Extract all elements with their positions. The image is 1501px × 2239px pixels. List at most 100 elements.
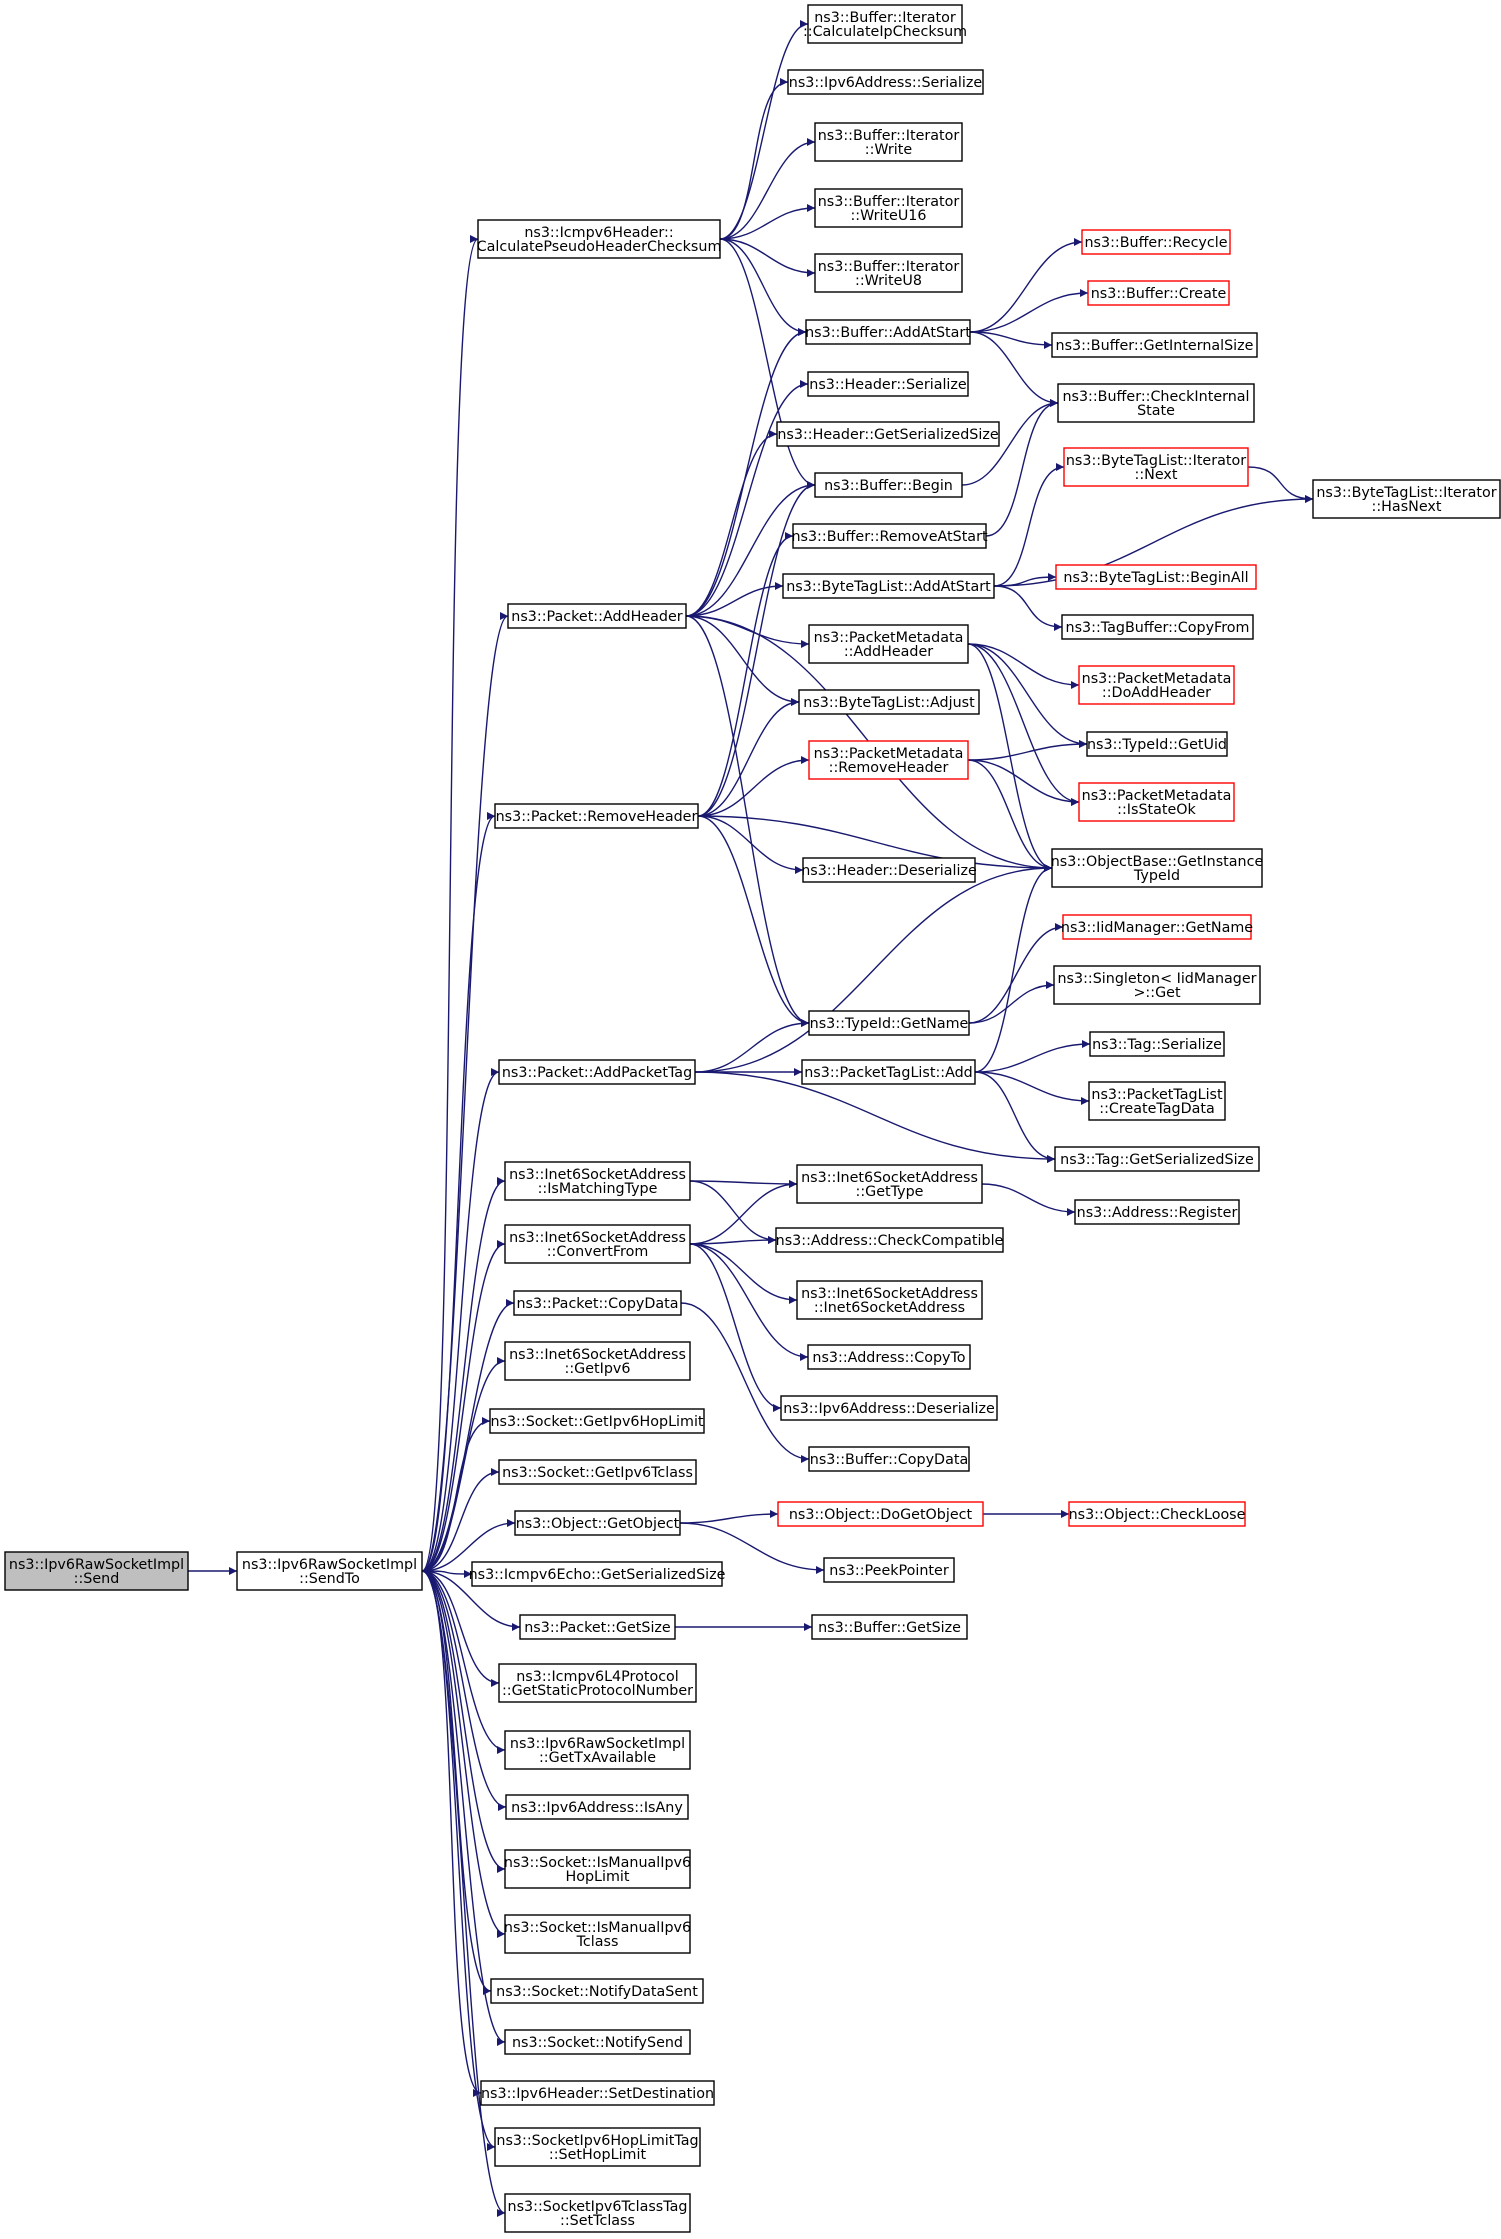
node-notifydatasent[interactable]: ns3::Socket::NotifyDataSent xyxy=(490,1978,704,2004)
node-sethoplimit[interactable]: ns3::SocketIpv6HopLimitTag::SetHopLimit xyxy=(494,2127,701,2167)
edge-ptladd-to-taggetsz xyxy=(974,1071,1056,1163)
node-label: ns3::Socket::GetIpv6Tclass xyxy=(502,1465,693,1481)
node-isany[interactable]: ns3::Ipv6Address::IsAny xyxy=(505,1794,689,1820)
node-writeu8[interactable]: ns3::Buffer::Iterator::WriteU8 xyxy=(814,253,963,293)
edge-sendto-to-gettclass xyxy=(421,1468,500,1572)
node-notifysend[interactable]: ns3::Socket::NotifySend xyxy=(504,2029,691,2055)
call-edge xyxy=(421,1570,507,1811)
node-hasnext[interactable]: ns3::ByteTagList::Iterator::HasNext xyxy=(1312,479,1501,519)
node-beginall[interactable]: ns3::ByteTagList::BeginAll xyxy=(1055,564,1257,590)
node-hdrdeser[interactable]: ns3::Header::Deserialize xyxy=(801,857,977,883)
node-pkt_copydata[interactable]: ns3::Packet::CopyData xyxy=(513,1290,682,1316)
node-write[interactable]: ns3::Buffer::Iterator::Write xyxy=(814,122,963,162)
node-box xyxy=(504,1224,691,1264)
node-dogetobject[interactable]: ns3::Object::DoGetObject xyxy=(777,1501,984,1527)
node-getobject[interactable]: ns3::Object::GetObject xyxy=(514,1510,681,1536)
node-typeidgetname[interactable]: ns3::TypeId::GetName xyxy=(808,1010,970,1036)
node-pm_removeheader[interactable]: ns3::PacketMetadata::RemoveHeader xyxy=(808,740,969,780)
node-label: ::SetTclass xyxy=(560,2213,635,2229)
call-edge xyxy=(719,20,809,240)
node-convertfrom[interactable]: ns3::Inet6SocketAddress::ConvertFrom xyxy=(504,1224,691,1264)
node-pkt_removeheader[interactable]: ns3::Packet::RemoveHeader xyxy=(494,803,699,829)
node-bt_addatstart[interactable]: ns3::ByteTagList::AddAtStart xyxy=(782,573,995,599)
node-label: ns3::SocketIpv6TclassTag xyxy=(508,2199,688,2215)
node-label: >::Get xyxy=(1133,985,1180,1001)
node-gettclass[interactable]: ns3::Socket::GetIpv6Tclass xyxy=(498,1459,697,1485)
node-box xyxy=(801,1059,976,1085)
edge-addatstart-to-checkint xyxy=(969,331,1059,407)
edge-pm_addheader-to-isstateok xyxy=(967,643,1080,806)
node-label: ::Inet6SocketAddress xyxy=(814,1300,965,1316)
node-box xyxy=(480,2080,715,2106)
node-adjust[interactable]: ns3::ByteTagList::Adjust xyxy=(798,689,980,715)
edge-pkt_addheader-to-adjust xyxy=(685,615,800,706)
node-settclass[interactable]: ns3::SocketIpv6TclassTag::SetTclass xyxy=(504,2193,691,2233)
node-create[interactable]: ns3::Buffer::Create xyxy=(1087,280,1230,306)
node-box xyxy=(471,1561,723,1587)
call-edge xyxy=(421,1570,500,1687)
node-i6ctor[interactable]: ns3::Inet6SocketAddress::Inet6SocketAddr… xyxy=(796,1280,983,1320)
node-calcps[interactable]: ns3::Icmpv6Header::CalculatePseudoHeader… xyxy=(477,219,722,259)
node-checkloose[interactable]: ns3::Object::CheckLoose xyxy=(1068,1501,1246,1527)
call-edge xyxy=(421,1570,506,2046)
edge-sendto-to-ismanualhop xyxy=(421,1570,506,1873)
node-pkt_addheader[interactable]: ns3::Packet::AddHeader xyxy=(507,603,687,629)
node-ptladd[interactable]: ns3::PacketTagList::Add xyxy=(801,1059,976,1085)
node-gettxavail[interactable]: ns3::Ipv6RawSocketImpl::GetTxAvailable xyxy=(504,1730,691,1770)
node-label: ns3::Address::CheckCompatible xyxy=(776,1233,1004,1249)
node-peekpointer[interactable]: ns3::PeekPointer xyxy=(823,1557,955,1583)
node-pm_addheader[interactable]: ns3::PacketMetadata::AddHeader xyxy=(808,624,969,664)
node-getipv6[interactable]: ns3::Inet6SocketAddress::GetIpv6 xyxy=(504,1341,691,1381)
node-gethoplimit[interactable]: ns3::Socket::GetIpv6HopLimit xyxy=(489,1408,705,1434)
node-taggetsz[interactable]: ns3::Tag::GetSerializedSize xyxy=(1054,1146,1260,1172)
node-box xyxy=(1086,731,1228,757)
edge-pkt_addpackettag-to-taggetsz xyxy=(694,1071,1056,1163)
node-removeatstart[interactable]: ns3::Buffer::RemoveAtStart xyxy=(791,523,988,549)
node-sendto[interactable]: ns3::Ipv6RawSocketImpl::SendTo xyxy=(236,1551,423,1591)
edge-addatstart-to-create xyxy=(969,289,1089,333)
node-recycle[interactable]: ns3::Buffer::Recycle xyxy=(1081,229,1231,255)
node-getuid[interactable]: ns3::TypeId::GetUid xyxy=(1086,731,1228,757)
node-tagser[interactable]: ns3::Tag::Serialize xyxy=(1089,1031,1225,1057)
node-createtagdata[interactable]: ns3::PacketTagList::CreateTagData xyxy=(1088,1081,1226,1121)
node-begin[interactable]: ns3::Buffer::Begin xyxy=(814,472,963,498)
node-doaddheader[interactable]: ns3::PacketMetadata::DoAddHeader xyxy=(1078,665,1235,705)
node-addrcopyto[interactable]: ns3::Address::CopyTo xyxy=(807,1344,971,1370)
node-pkt_addpackettag[interactable]: ns3::Packet::AddPacketTag xyxy=(498,1059,696,1085)
node-singleton[interactable]: ns3::Singleton< IidManager >::Get xyxy=(1053,965,1261,1005)
node-v6deser[interactable]: ns3::Ipv6Address::Deserialize xyxy=(780,1395,998,1421)
node-bytenext[interactable]: ns3::ByteTagList::Iterator::Next xyxy=(1063,447,1249,487)
call-edge xyxy=(969,331,1059,407)
node-v6ser[interactable]: ns3::Ipv6Address::Serialize xyxy=(787,69,984,95)
node-label: ::IsStateOk xyxy=(1117,802,1196,818)
node-addatstart[interactable]: ns3::Buffer::AddAtStart xyxy=(805,319,971,345)
node-label: ns3::Ipv6Address::Deserialize xyxy=(783,1401,995,1417)
node-tbcopyfrom[interactable]: ns3::TagBuffer::CopyFrom xyxy=(1061,614,1254,640)
call-edge xyxy=(697,481,816,817)
node-getinternal[interactable]: ns3::Buffer::GetInternalSize xyxy=(1051,332,1258,358)
node-iidgetname[interactable]: ns3::IidManager::GetName xyxy=(1061,914,1253,940)
node-echogetsz[interactable]: ns3::Icmpv6Echo::GetSerializedSize xyxy=(469,1561,726,1587)
call-edge xyxy=(697,815,810,1027)
node-calcip[interactable]: ns3::Buffer::Iterator::CalculateIpChecks… xyxy=(803,4,967,44)
node-label: ns3::Socket::NotifyDataSent xyxy=(496,1984,698,2000)
node-setdest[interactable]: ns3::Ipv6Header::SetDestination xyxy=(480,2080,715,2106)
node-checkcompat[interactable]: ns3::Address::CheckCompatible xyxy=(775,1227,1004,1253)
node-box xyxy=(777,1501,984,1527)
node-addrregister[interactable]: ns3::Address::Register xyxy=(1074,1199,1240,1225)
node-writeu16[interactable]: ns3::Buffer::Iterator::WriteU16 xyxy=(814,188,963,228)
node-isstateok[interactable]: ns3::PacketMetadata::IsStateOk xyxy=(1078,782,1235,822)
edge-calcps-to-calcip xyxy=(719,20,809,240)
node-hdrgetsz[interactable]: ns3::Header::GetSerializedSize xyxy=(776,421,1000,447)
node-bufgetsize[interactable]: ns3::Buffer::GetSize xyxy=(811,1614,968,1640)
node-pkt_getsize[interactable]: ns3::Packet::GetSize xyxy=(519,1614,676,1640)
node-i6gettype[interactable]: ns3::Inet6SocketAddress::GetType xyxy=(796,1164,983,1204)
node-hdrser[interactable]: ns3::Header::Serialize xyxy=(807,371,969,397)
node-bufcopydata[interactable]: ns3::Buffer::CopyData xyxy=(808,1446,970,1472)
node-ismatchingtype[interactable]: ns3::Inet6SocketAddress::IsMatchingType xyxy=(504,1161,691,1201)
node-getstaticproto[interactable]: ns3::Icmpv6L4Protocol::GetStaticProtocol… xyxy=(498,1663,697,1703)
